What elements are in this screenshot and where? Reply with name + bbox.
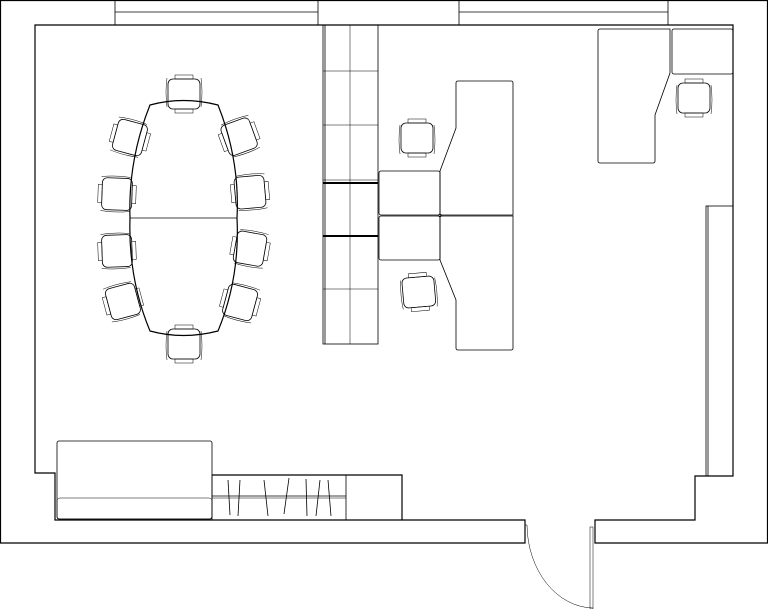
desk-chair <box>675 78 713 118</box>
conference-chair <box>99 278 147 325</box>
workstation-desks <box>378 80 514 351</box>
conference-chair <box>216 279 264 326</box>
sofa <box>56 440 213 520</box>
conference-chair <box>165 74 203 114</box>
window-left <box>114 0 319 26</box>
walls <box>0 0 768 544</box>
shelving-unit <box>322 24 379 345</box>
corner-desk <box>597 28 734 164</box>
conference-chairs <box>96 74 273 364</box>
conference-chair <box>227 227 273 271</box>
entrance-door <box>525 524 594 609</box>
conference-chair <box>106 114 154 161</box>
conference-table <box>129 99 238 337</box>
workstation-chair <box>398 271 439 313</box>
conference-chair <box>214 112 264 161</box>
wardrobe <box>211 474 347 521</box>
conference-chair <box>229 172 271 213</box>
workstation-chair <box>398 118 436 158</box>
wall-cabinet <box>705 205 734 477</box>
window-right <box>458 0 669 26</box>
conference-chair <box>165 324 203 364</box>
